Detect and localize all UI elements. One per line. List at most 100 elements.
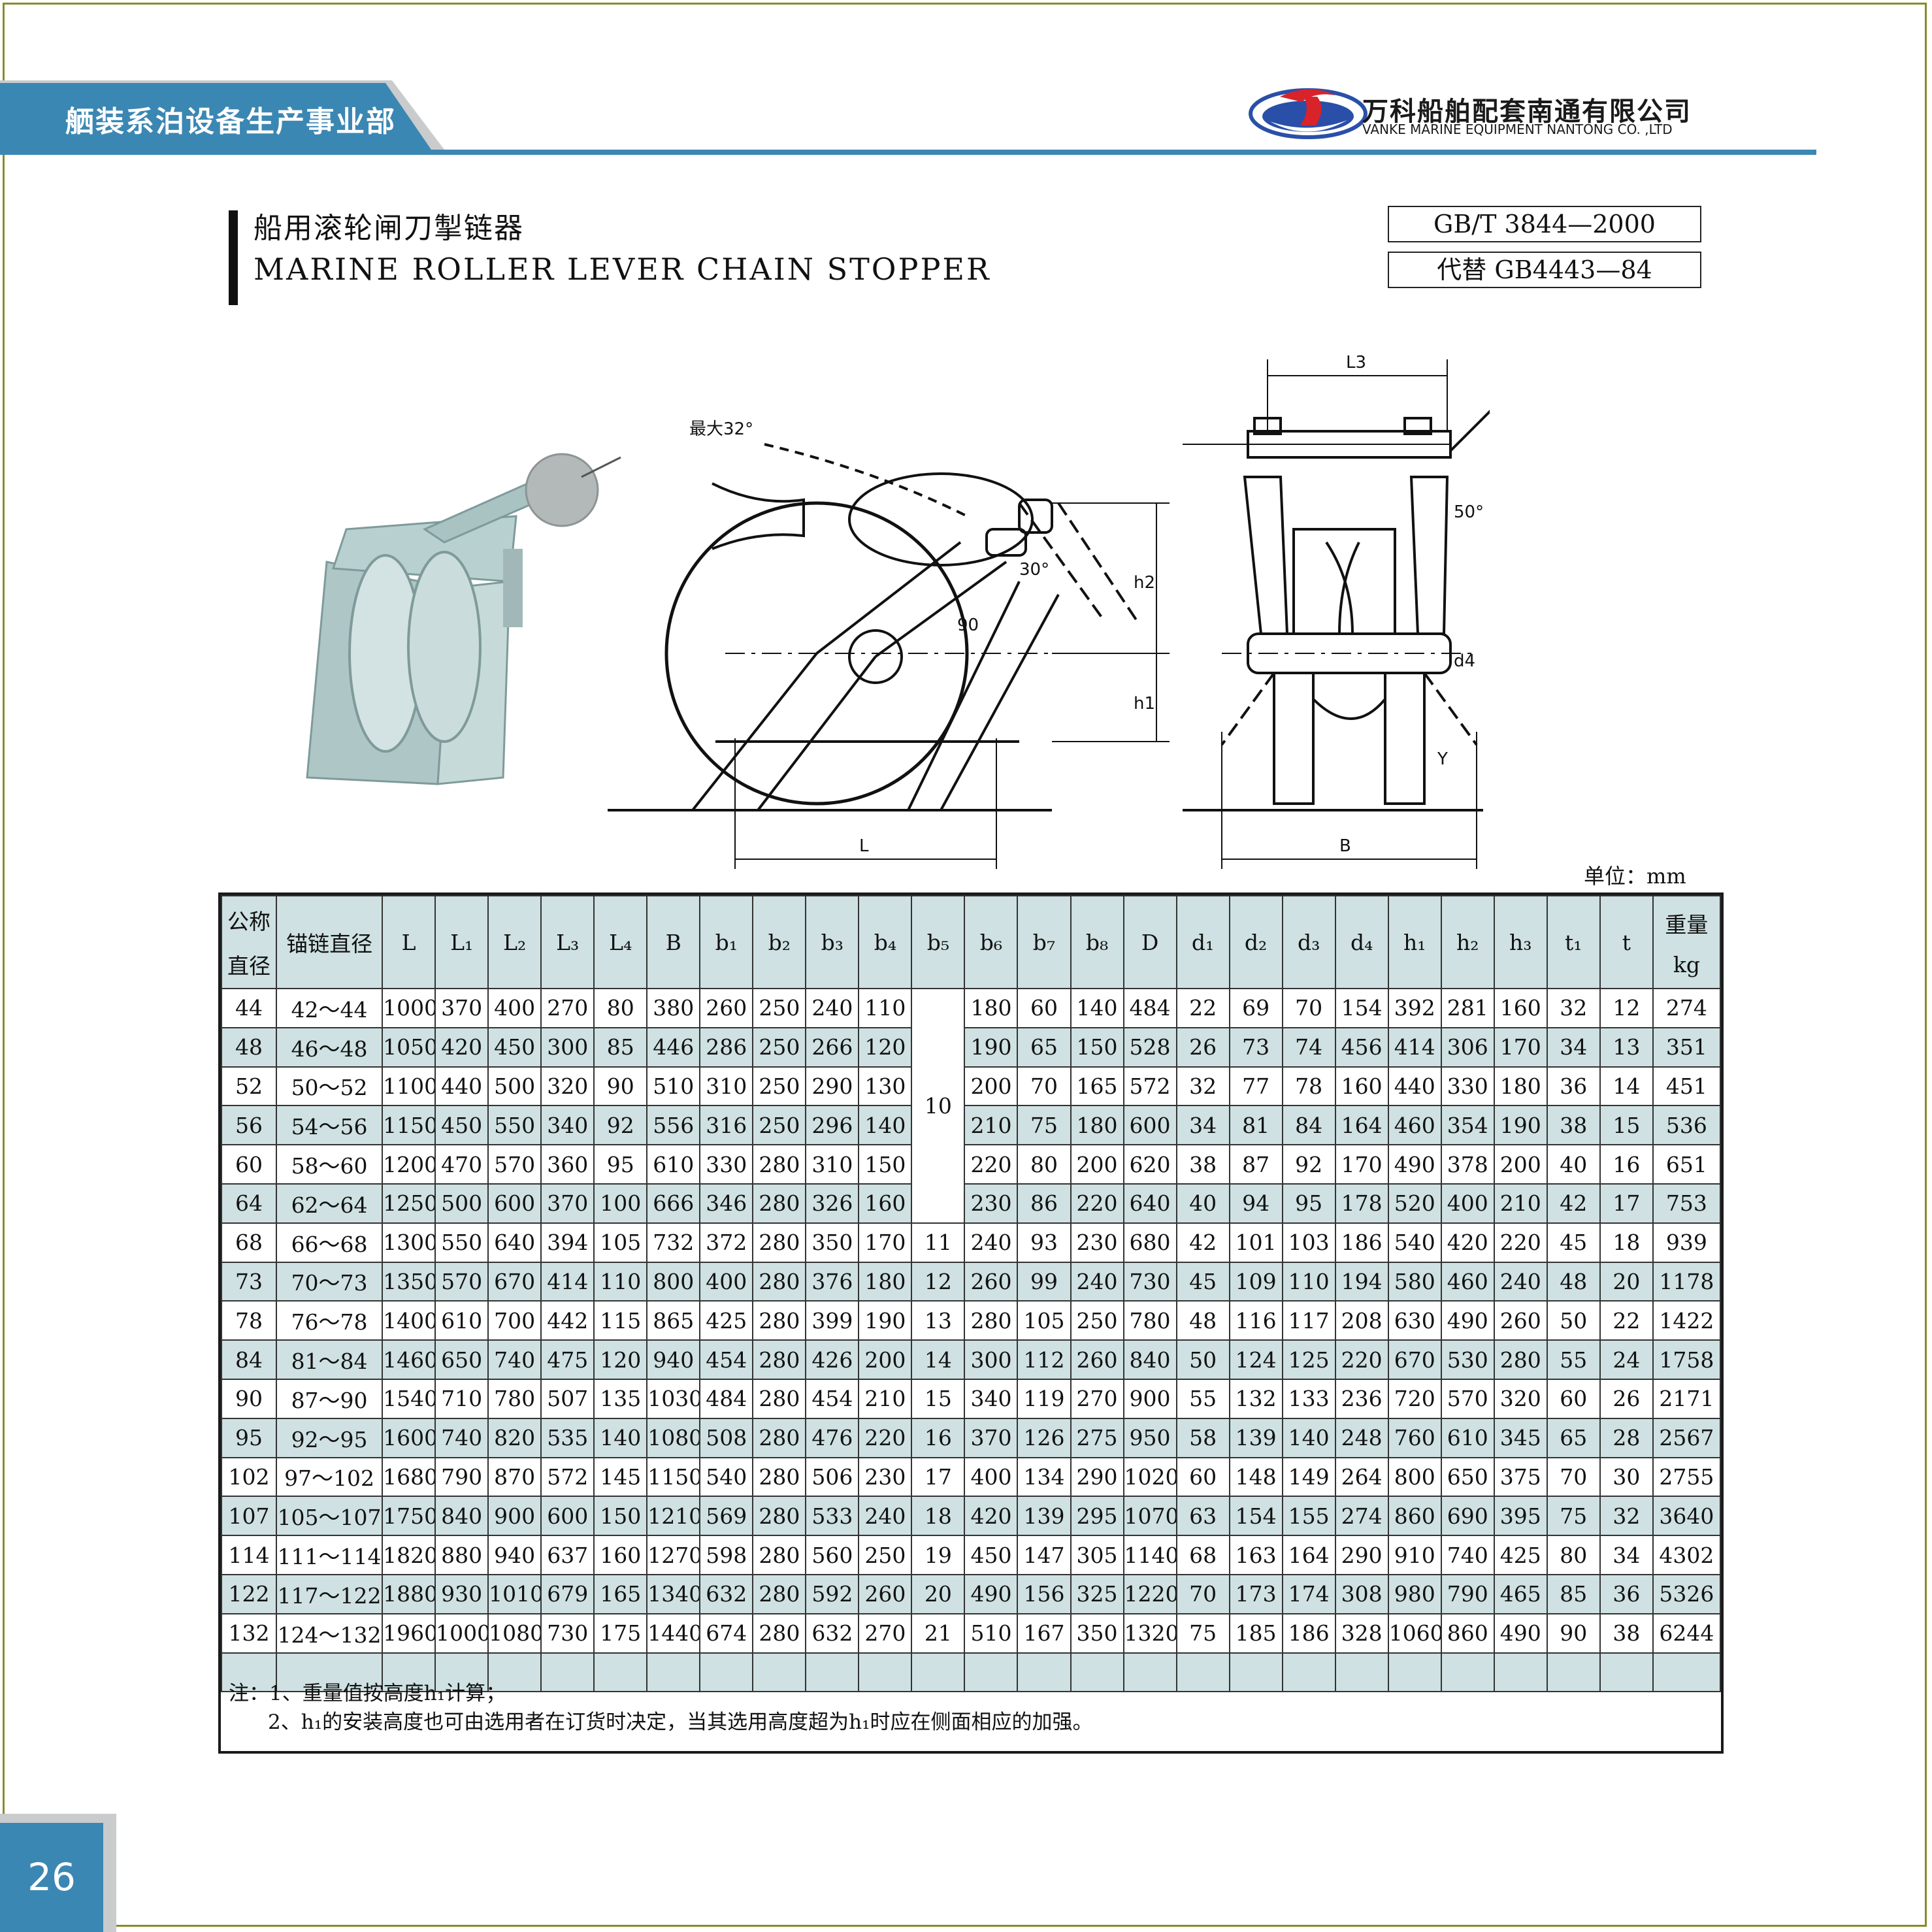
table-cell (964, 1652, 1019, 1693)
table-cell: 1080 (487, 1613, 542, 1654)
table-cell: 70 (1546, 1456, 1601, 1498)
table-cell: 1010 (487, 1573, 542, 1614)
table-cell: 210 (858, 1378, 913, 1419)
table-cell: 260 (1070, 1339, 1124, 1380)
table-cell: 330 (699, 1144, 754, 1185)
table-cell: 73 (220, 1261, 278, 1302)
table-cell: 620 (1122, 1144, 1177, 1185)
table-cell: 296 (805, 1105, 860, 1146)
table-cell: 380 (646, 988, 701, 1028)
table-cell: 40 (1175, 1183, 1230, 1224)
table-cell: 533 (805, 1496, 860, 1537)
table-cell: 720 (1387, 1378, 1442, 1419)
table-cell: 250 (858, 1535, 913, 1575)
column-header-label: t₁ (1565, 929, 1582, 955)
table-cell: 22 (1599, 1300, 1654, 1341)
table-cell: 280 (1493, 1339, 1548, 1380)
table-cell: 939 (1652, 1222, 1722, 1263)
table-cell: 395 (1493, 1496, 1548, 1537)
table-cell: 190 (1493, 1105, 1548, 1146)
table-cell: 165 (1070, 1066, 1124, 1107)
table-cell: 280 (752, 1222, 807, 1263)
table-cell: 484 (1122, 988, 1177, 1028)
table-cell: 460 (1440, 1261, 1495, 1302)
table-cell: 15 (1599, 1105, 1654, 1146)
column-header-label: d₄ (1350, 929, 1373, 955)
table-cell: 632 (699, 1573, 754, 1614)
column-header: D (1122, 895, 1177, 989)
table-cell: 63 (1175, 1496, 1230, 1537)
table-cell: 18 (1599, 1222, 1654, 1263)
table-cell: 200 (858, 1339, 913, 1380)
table-cell: 180 (858, 1261, 913, 1302)
table-cell: 640 (1122, 1183, 1177, 1224)
table-cell: 42～44 (276, 988, 384, 1028)
column-header: B (646, 895, 701, 989)
table-cell: 60 (1017, 988, 1072, 1028)
table-cell: 490 (1493, 1613, 1548, 1654)
column-header-label: B (665, 929, 681, 955)
table-cell: 375 (1493, 1456, 1548, 1498)
table-cell: 414 (540, 1261, 595, 1302)
table-cell: 124 (1228, 1339, 1283, 1380)
table-cell: 154 (1228, 1496, 1283, 1537)
table-cell: 139 (1228, 1417, 1283, 1458)
table-cell: 70 (1175, 1573, 1230, 1614)
table-cell: 556 (646, 1105, 701, 1146)
label-angle-90: 90 (957, 615, 979, 635)
table-cell: 310 (699, 1066, 754, 1107)
table-cell: 280 (752, 1300, 807, 1341)
table-cell: 400 (487, 988, 542, 1028)
label-Y: Y (1437, 749, 1448, 769)
table-cell: 90 (593, 1066, 648, 1107)
table-cell: 156 (1017, 1573, 1072, 1614)
table-cell: 510 (964, 1613, 1019, 1654)
table-cell: 145 (593, 1456, 648, 1498)
label-dim-B: B (1339, 836, 1351, 856)
table-cell (858, 1652, 913, 1693)
table-cell: 125 (1281, 1339, 1336, 1380)
table-cell: 38 (1175, 1144, 1230, 1185)
table-cell: 1100 (382, 1066, 436, 1107)
table-cell: 60 (220, 1144, 278, 1185)
table-cell: 62～64 (276, 1183, 384, 1224)
table-cell: 70 (1281, 988, 1336, 1028)
table-cell: 840 (1122, 1339, 1177, 1380)
table-cell: 250 (752, 988, 807, 1028)
table-cell: 274 (1652, 988, 1722, 1028)
table-cell: 1758 (1652, 1339, 1722, 1380)
table-cell: 92 (593, 1105, 648, 1146)
column-header: L₂ (487, 895, 542, 989)
header-band (0, 83, 431, 150)
table-cell: 111～114 (276, 1535, 384, 1575)
note-2: 2、h₁的安装高度也可由选用者在订货时决定，当其选用高度超为h₁时应在侧面相应的… (268, 1711, 1093, 1734)
table-cell (1122, 1652, 1177, 1693)
table-cell: 36 (1546, 1066, 1601, 1107)
table-cell: 500 (434, 1183, 489, 1224)
table-cell: 1000 (434, 1613, 489, 1654)
table-cell: 126 (1017, 1417, 1072, 1458)
table-cell: 260 (858, 1573, 913, 1614)
table-cell: 140 (593, 1417, 648, 1458)
table-cell: 930 (434, 1573, 489, 1614)
table-cell-b5-merged: 10 (911, 988, 966, 1224)
table-cell: 274 (1334, 1496, 1389, 1537)
table-cell: 155 (1281, 1496, 1336, 1537)
table-cell: 460 (1387, 1105, 1442, 1146)
table-cell: 28 (1599, 1417, 1654, 1458)
table-cell: 194 (1334, 1261, 1389, 1302)
table-cell: 1320 (1122, 1613, 1177, 1654)
table-cell: 260 (1493, 1300, 1548, 1341)
table-cell: 1250 (382, 1183, 436, 1224)
table-cell: 820 (487, 1417, 542, 1458)
table-cell: 95 (593, 1144, 648, 1185)
table-cell: 280 (752, 1183, 807, 1224)
table-cell: 50 (1175, 1339, 1230, 1380)
table-cell: 36 (1599, 1573, 1654, 1614)
column-header: b₄ (858, 895, 913, 989)
